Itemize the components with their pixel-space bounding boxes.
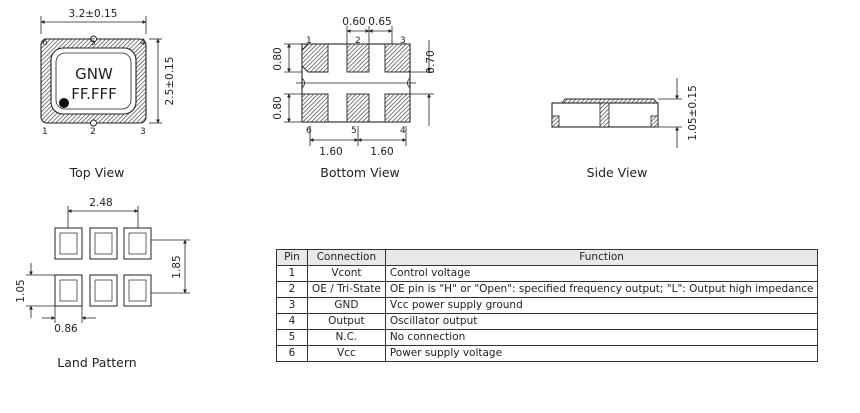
cell-function: Vcc power supply ground — [384, 297, 819, 314]
top-pin-label: 6 — [42, 38, 48, 48]
top-height-dim: 2.5±0.15 — [164, 57, 176, 106]
top-package-lid — [50, 47, 137, 115]
top-width-dim: 3.2±0.15 — [69, 8, 118, 20]
pin-function-table: Pin Connection Function 1 Vcont Control … — [276, 249, 819, 362]
top-pin-label: 2 — [90, 127, 96, 137]
pitch-right-dim: 1.60 — [370, 146, 393, 158]
bottom-pad — [301, 43, 329, 73]
pad-gap-dim: 0.65 — [368, 16, 391, 28]
cell-connection: N.C. — [307, 329, 386, 346]
caption-bottom-view: Bottom View — [320, 165, 400, 180]
top-view: 3.2±0.15 GNW FF.FFF 6 5 4 1 2 3 2.5±0.15… — [40, 8, 176, 180]
land-pad-height-dim: 1.05 — [15, 279, 27, 302]
table-row: 1 Vcont Control voltage — [276, 265, 819, 282]
cell-connection: GND — [307, 297, 386, 314]
cell-pin: 6 — [276, 345, 308, 362]
pitch-left-dim: 1.60 — [319, 146, 342, 158]
header-connection: Connection — [307, 249, 386, 266]
bottom-pad — [346, 93, 370, 123]
bottom-pin-label: 4 — [400, 126, 406, 136]
cell-connection: OE / Tri-State — [307, 281, 386, 298]
pad-height-dim-upper: 0.80 — [272, 47, 284, 70]
cell-function: Oscillator output — [384, 313, 819, 330]
cell-connection: Output — [307, 313, 386, 330]
land-span-dim: 2.48 — [89, 197, 112, 209]
cell-function: Control voltage — [384, 265, 819, 282]
cell-connection: Vcc — [307, 345, 386, 362]
bottom-notch — [90, 119, 97, 127]
table-row: 2 OE / Tri-State OE pin is "H" or "Open"… — [276, 281, 819, 298]
cell-function: OE pin is "H" or "Open": specified frequ… — [384, 281, 819, 298]
bottom-pin-label: 5 — [351, 126, 357, 136]
cell-connection: Vcont — [307, 265, 386, 282]
bottom-pad — [384, 43, 411, 73]
caption-side-view: Side View — [587, 165, 648, 180]
top-pin-label: 5 — [90, 38, 96, 48]
top-pin-label: 1 — [42, 127, 48, 137]
land-pad-width-dim: 0.86 — [54, 323, 78, 335]
cell-pin: 3 — [276, 297, 308, 314]
land-pattern: 2.48 1.85 1.05 — [15, 197, 190, 370]
caption-top-view: Top View — [69, 165, 125, 180]
bottom-pin-label: 6 — [306, 126, 312, 136]
cell-function: Power supply voltage — [384, 345, 819, 362]
pad-height-dim-lower: 0.80 — [272, 96, 284, 119]
table-row: 4 Output Oscillator output — [276, 313, 819, 330]
cell-pin: 2 — [276, 281, 308, 298]
cell-pin: 5 — [276, 329, 308, 346]
table-row: 3 GND Vcc power supply ground — [276, 297, 819, 314]
row-gap-dim: 0.70 — [425, 50, 437, 73]
table-row: 5 N.C. No connection — [276, 329, 819, 346]
cell-pin: 4 — [276, 313, 308, 330]
header-function: Function — [384, 249, 819, 266]
bottom-pin-label: 2 — [355, 36, 361, 46]
pin1-indicator-dot — [59, 98, 69, 108]
top-pin-label: 3 — [140, 127, 146, 137]
cell-pin: 1 — [276, 265, 308, 282]
table-row: 6 Vcc Power supply voltage — [276, 345, 819, 362]
top-notch — [90, 35, 97, 43]
land-height-dim: 1.85 — [171, 255, 183, 278]
land-pads — [54, 227, 152, 307]
top-pin-label: 4 — [140, 38, 146, 48]
side-view: 1.05±0.15 Side View — [551, 78, 699, 180]
bottom-pad — [346, 43, 370, 73]
pad-width-dim: 0.60 — [342, 16, 365, 28]
marking-line-1: GNW — [75, 65, 113, 83]
bottom-pin-label: 3 — [400, 36, 406, 46]
cell-function: No connection — [384, 329, 819, 346]
caption-land-pattern: Land Pattern — [57, 355, 136, 370]
table-header-row: Pin Connection Function — [276, 249, 819, 266]
header-pin: Pin — [276, 249, 308, 266]
bottom-pin-label: 1 — [306, 36, 312, 46]
side-height-dim: 1.05±0.15 — [687, 85, 699, 141]
bottom-pad — [384, 93, 411, 123]
marking-line-2: FF.FFF — [71, 85, 117, 103]
bottom-view: 0.60 0.65 1 2 3 6 5 4 0.80 0.80 — [272, 16, 437, 180]
bottom-pad — [301, 93, 329, 123]
